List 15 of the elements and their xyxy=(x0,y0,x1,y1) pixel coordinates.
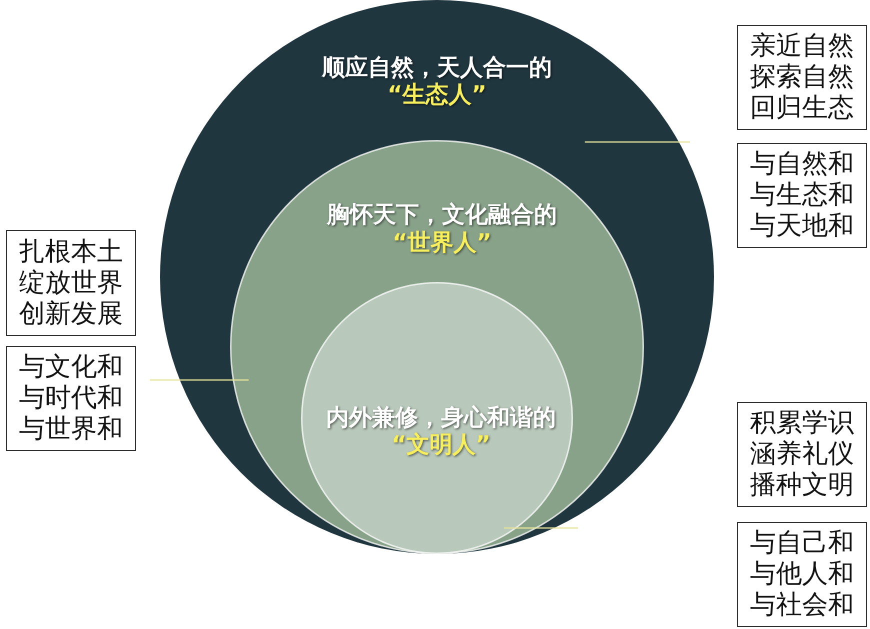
leader-line xyxy=(150,379,249,381)
text-box: 与自然和与生态和与天地和 xyxy=(737,143,867,248)
highlight-title: “文明人” xyxy=(391,432,491,458)
circle-caption: 顺应自然，天人合一的 xyxy=(322,55,552,81)
text-box: 积累学识涵养礼仪播种文明 xyxy=(737,402,867,507)
text-box: 与文化和与时代和与世界和 xyxy=(6,346,136,451)
circle-caption: 胸怀天下，文化融合的 xyxy=(327,202,557,228)
text-box: 亲近自然探索自然回归生态 xyxy=(737,25,867,130)
leader-line xyxy=(584,141,690,143)
highlight-title: “世界人” xyxy=(392,230,492,256)
text-box: 扎根本土绽放世界创新发展 xyxy=(6,230,136,336)
circle-caption: 内外兼修，身心和谐的 xyxy=(326,405,556,431)
text-box: 与自己和与他人和与社会和 xyxy=(737,522,867,627)
highlight-title: “生态人” xyxy=(387,82,487,108)
leader-line xyxy=(504,527,578,529)
